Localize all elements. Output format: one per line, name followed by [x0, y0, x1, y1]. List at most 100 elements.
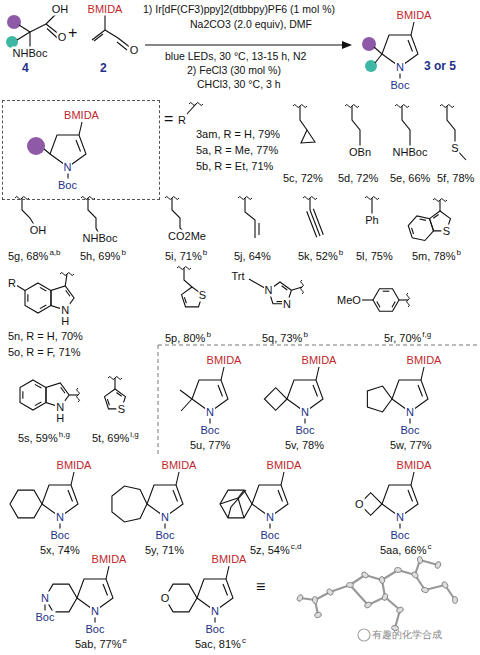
atom-label: O [160, 592, 171, 605]
bond-line [223, 584, 228, 596]
footnote-mark: c [427, 542, 431, 551]
atom-label: Boc [155, 529, 176, 542]
compound-yield: 5y, 71% [145, 544, 184, 557]
substituent-dot [7, 15, 21, 29]
compound-yield: 5z, 54% [250, 544, 290, 557]
atom-label: Ph [364, 214, 379, 227]
reaction-condition: CHCl3, 30 °C, 3 h [197, 78, 281, 91]
bond-line [29, 32, 30, 47]
compound-yield: 5b, R = Et, 71% [196, 160, 273, 173]
compound-yield: 5c, 72% [283, 172, 323, 185]
watermark: 有趣的化学合成 [372, 628, 442, 641]
bond-line [35, 384, 41, 388]
bond-line [245, 198, 255, 238]
compound-yield: 5aa, 66% [380, 544, 426, 557]
atom-label: OBn [348, 146, 372, 159]
thermal-ellipsoid [411, 571, 420, 579]
compound-number: 2 [100, 62, 107, 75]
atom-label: Boc [295, 424, 316, 437]
thermal-ellipsoid [312, 596, 318, 603]
boron-group: BMIDA [56, 459, 93, 472]
atom-label: OH [29, 224, 48, 237]
atom-label: N [160, 511, 170, 524]
bond-line [117, 42, 127, 50]
bond-line [352, 106, 360, 146]
thermal-ellipsoid [396, 606, 405, 614]
footnote-mark: e [122, 636, 126, 645]
atom-label: Trt [230, 270, 245, 283]
reaction-condition: 2) FeCl3 (30 mol %) [187, 64, 281, 77]
atom-label: Boc [200, 424, 221, 437]
atom-label: N [265, 511, 275, 524]
footnote-mark: b [339, 248, 343, 257]
bond-line [220, 490, 252, 518]
bond-line [433, 214, 438, 218]
atom-label: CO2Me [167, 230, 207, 243]
footnote-mark: b [203, 248, 207, 257]
bond-line [411, 22, 414, 35]
bond-line [374, 47, 382, 54]
thermal-ellipsoid [434, 561, 442, 569]
compound-yield: 5n, R = H, 70% [8, 330, 83, 343]
atom-label: S [442, 224, 451, 237]
atom-label: N [55, 511, 65, 524]
bond-line [307, 211, 317, 237]
boron-group: BMIDA [63, 108, 100, 121]
bond-line [282, 286, 288, 290]
bond-line [68, 490, 73, 502]
bond-line [313, 209, 323, 235]
bond-line [16, 285, 25, 291]
atom-label: N [395, 61, 405, 74]
atom-label: Boc [50, 529, 71, 542]
compound-yield: 5ab, 77% [75, 638, 121, 651]
bond-line [105, 30, 118, 38]
bond-line [20, 380, 46, 410]
bond-line [418, 385, 423, 397]
atom-label: Boc [205, 623, 226, 636]
boron-group: BMIDA [87, 3, 124, 16]
bond-line [399, 299, 408, 300]
atom-label: N [40, 592, 50, 605]
compound-yield: 5q, 73% [262, 332, 302, 345]
bond-line [447, 106, 466, 160]
bond-line [316, 367, 319, 380]
compound-yield: 5a, R = Me, 77% [196, 144, 278, 157]
compound-yield: 5g, 68% [8, 250, 48, 263]
compound-yield: 3am, R = H, 79% [196, 128, 280, 141]
symbol: ≡ [256, 578, 265, 596]
bond-line [439, 200, 440, 211]
boron-group: BMIDA [301, 354, 338, 367]
atom-label: OH [51, 3, 70, 16]
bond-line [79, 122, 82, 135]
footnote-mark: h,g [59, 430, 70, 439]
thermal-ellipsoid [381, 593, 388, 601]
thermal-ellipsoid [364, 601, 373, 609]
atom-label: H [60, 315, 70, 328]
atom-label: NHBoc [392, 146, 429, 159]
atom-label: N [395, 511, 405, 524]
bond-line [421, 367, 424, 380]
bond-line [301, 130, 315, 143]
attachment-wave [407, 293, 410, 307]
bond-line [10, 490, 42, 518]
compound-number: 3 or 5 [424, 60, 456, 73]
thermal-ellipsoid [361, 571, 370, 579]
bond-line [181, 399, 192, 411]
compound-yield: 5i, 71% [165, 250, 202, 263]
bond-line [392, 302, 395, 308]
bond-line [17, 32, 30, 40]
bond-line [300, 106, 307, 130]
substituent-dot [362, 37, 376, 51]
boron-group: BMIDA [396, 9, 433, 22]
atom-label: N [210, 605, 220, 618]
atom-label: N [405, 406, 415, 419]
atom-label: Boc [390, 79, 411, 92]
compound-number: 4 [22, 62, 29, 75]
boron-group: BMIDA [161, 459, 198, 472]
bond-line [228, 507, 231, 518]
bond-line [104, 15, 105, 30]
boron-group: BMIDA [406, 354, 443, 367]
bond-line [103, 584, 108, 596]
bond-line [238, 498, 244, 518]
